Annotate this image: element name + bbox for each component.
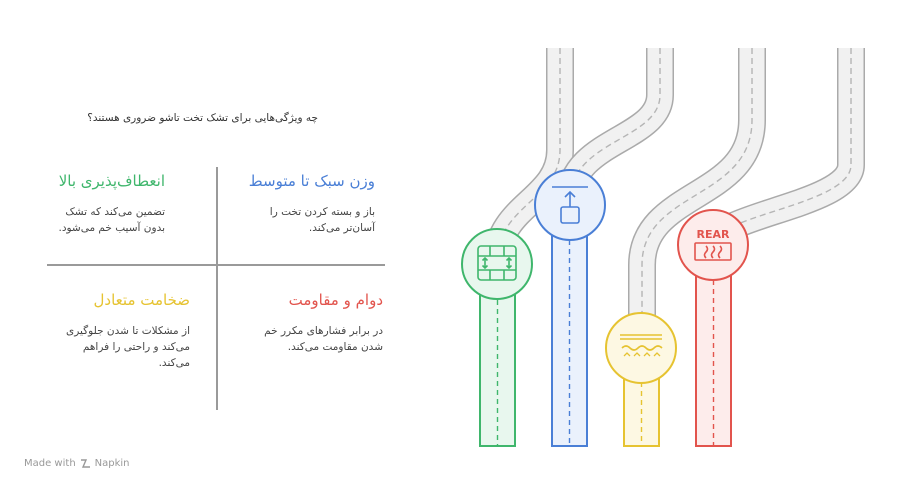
feature-lightweight-desc-line: آسان‌تر می‌کند. <box>308 222 375 234</box>
quadrant-divider-horizontal <box>47 264 385 266</box>
feature-lightweight-desc-line: باز و بسته کردن تخت را <box>269 206 375 218</box>
feature-durability-heading: دوام و مقاومت <box>288 291 383 309</box>
pillar-blue <box>551 204 588 447</box>
badge-flexibility <box>461 228 533 300</box>
feature-thickness-desc-line: می‌کند و راحتی را فراهم <box>82 341 190 353</box>
feature-durability-desc: در برابر فشارهای مکرر خم شدن مقاومت می‌ک… <box>225 323 383 355</box>
badge-thickness <box>605 312 677 384</box>
badge-durability: REAR <box>677 209 749 281</box>
road-yellow <box>628 48 766 345</box>
feature-lightweight: وزن سبک تا متوسط باز و بسته کردن تخت را … <box>225 172 375 236</box>
feature-durability-desc-line: در برابر فشارهای مکرر خم <box>264 325 383 337</box>
feature-durability-desc-line: شدن مقاومت می‌کند. <box>287 341 383 353</box>
feature-flexibility-desc-line: بدون آسیب خم می‌شود. <box>58 222 165 234</box>
footer-brand: Napkin <box>94 458 130 469</box>
feature-flexibility-heading: انعطاف‌پذیری بالا <box>58 172 165 190</box>
feature-thickness: ضخامت متعادل از مشکلات تا شدن جلوگیری می… <box>40 291 190 371</box>
rear-label: REAR <box>697 228 730 241</box>
quadrant-divider-vertical <box>216 167 218 410</box>
footer-text: Made with <box>24 458 76 469</box>
feature-lightweight-desc: باز و بسته کردن تخت را آسان‌تر می‌کند. <box>225 204 375 236</box>
footer-credit: Made with Napkin <box>24 458 130 469</box>
feature-flexibility: انعطاف‌پذیری بالا تضمین می‌کند که تشک بد… <box>40 172 165 236</box>
rear-defrost-icon: REAR <box>694 228 732 261</box>
upload-box-icon <box>552 186 588 224</box>
feature-flexibility-desc-line: تضمین می‌کند که تشک <box>65 206 165 218</box>
feature-thickness-desc: از مشکلات تا شدن جلوگیری می‌کند و راحتی … <box>40 323 190 371</box>
feature-thickness-desc-line: از مشکلات تا شدن جلوگیری <box>66 325 190 337</box>
badge-lightweight <box>534 169 606 241</box>
diagram-title: چه ویژگی‌هایی برای تشک تخت تاشو ضروری هس… <box>87 112 318 124</box>
feature-flexibility-desc: تضمین می‌کند که تشک بدون آسیب خم می‌شود. <box>40 204 165 236</box>
thickness-layer-icon <box>620 334 663 357</box>
napkin-logo-icon <box>80 459 90 468</box>
feature-durability: دوام و مقاومت در برابر فشارهای مکرر خم ش… <box>225 291 383 355</box>
feature-lightweight-heading: وزن سبک تا متوسط <box>248 172 375 190</box>
foldable-grid-icon <box>477 245 517 281</box>
feature-thickness-heading: ضخامت متعادل <box>93 291 190 309</box>
feature-thickness-desc-line: می‌کند. <box>158 357 190 369</box>
